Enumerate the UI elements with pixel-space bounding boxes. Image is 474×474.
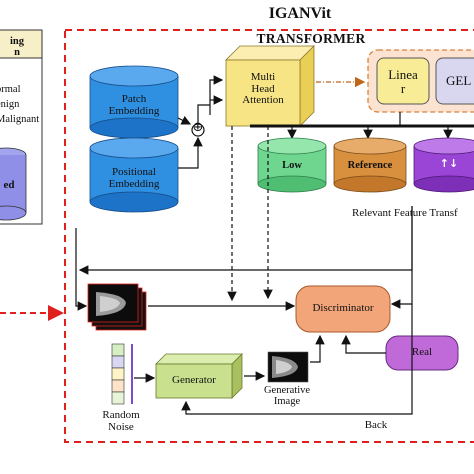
linear-box	[376, 57, 430, 105]
generator-box	[155, 353, 243, 399]
gelu-box	[435, 57, 474, 105]
class-benign: enign	[0, 99, 20, 111]
positional-embedding-line-2: Embedding	[108, 177, 160, 190]
back-label: Back	[364, 419, 388, 431]
class-malignant: Malignant	[0, 114, 40, 126]
arrows-label: ↑↓	[439, 157, 459, 170]
pos-to-sum	[178, 136, 203, 169]
sum-to-mha-2	[209, 75, 224, 115]
discriminator-label: Discriminator	[312, 302, 374, 314]
random-noise	[111, 343, 133, 405]
linear-label: Linea r	[377, 68, 429, 95]
arrows-db	[413, 137, 474, 193]
real-to-disc	[341, 334, 386, 354]
real-label: Real	[411, 346, 433, 358]
random-noise-line-2: Noise	[108, 420, 134, 433]
back-loop	[181, 304, 413, 415]
positional-embedding-label: Positional Embedding	[94, 166, 174, 190]
generative-image-label: Generative Image	[254, 385, 320, 407]
class-normal: ormal	[0, 84, 21, 95]
mha-line-2: Head	[251, 82, 275, 95]
sum-symbol: ⊕	[192, 120, 204, 135]
diagram-title: IGANVit	[268, 5, 332, 22]
dataset-panel	[0, 29, 43, 225]
gelu-label: GEL	[446, 73, 472, 88]
input-image-stack	[87, 283, 147, 331]
sum-to-mha	[197, 104, 210, 124]
patch-embedding-label: Patch Embedding	[94, 93, 174, 117]
transformer-boundary	[64, 29, 474, 443]
mha-line-1: Multi	[250, 71, 276, 83]
dataset-header: ing n	[0, 36, 42, 58]
mha-line-3: Attention	[242, 94, 284, 107]
dataset-header-line-1: ing	[9, 36, 24, 47]
genimg-to-disc	[310, 334, 325, 363]
mha-box	[225, 45, 315, 127]
left-feed	[75, 228, 88, 311]
mha-label: Multi Head Attention	[226, 71, 300, 107]
low-label: Low	[282, 160, 302, 171]
feature-caption: Relevant Feature Transf	[352, 208, 458, 219]
patch-embedding-db	[89, 65, 179, 139]
dataset-header-line-2: n	[14, 47, 20, 59]
positional-embedding-db	[89, 137, 179, 213]
reference-db	[333, 137, 407, 193]
patch-embedding-line-1: Patch	[121, 93, 147, 105]
generative-image-line-1: Generative	[263, 385, 311, 396]
random-noise-label: Random Noise	[96, 409, 146, 433]
generator-label: Generator	[172, 374, 216, 386]
random-noise-line-1: Random	[102, 409, 140, 421]
generative-image-line-2: Image	[273, 396, 301, 408]
feature-to-disc	[390, 206, 413, 309]
linear-line-1: Linea	[388, 67, 418, 82]
positional-embedding-line-1: Positional	[111, 166, 156, 178]
reference-label: Reference	[347, 160, 393, 171]
generative-image	[267, 351, 309, 383]
discriminator-box	[295, 285, 391, 333]
patch-embedding-line-2: Embedding	[108, 104, 160, 117]
patch-to-sum	[177, 115, 192, 125]
dataset-classes: ormal enign Malignant	[0, 82, 44, 128]
dataset-db-label: ed	[3, 179, 15, 191]
transformer-title: TRANSFORMER	[256, 31, 366, 46]
low-db	[257, 137, 327, 193]
linear-line-2: r	[400, 80, 406, 96]
